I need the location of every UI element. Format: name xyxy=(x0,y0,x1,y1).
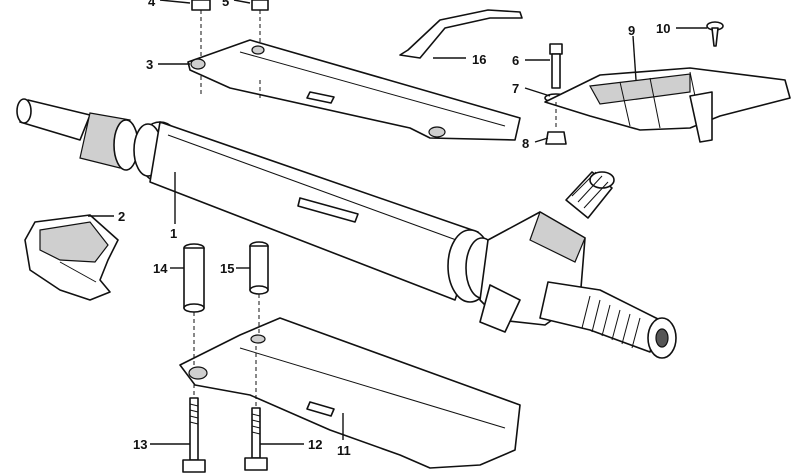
callout-15: 15 xyxy=(220,261,234,276)
callout-12: 12 xyxy=(308,437,322,452)
nut-5 xyxy=(251,0,269,11)
callout-16: 16 xyxy=(472,52,486,67)
callout-labels: 4 5 3 16 6 7 8 9 10 1 2 14 15 11 12 13 xyxy=(118,0,670,458)
callout-9: 9 xyxy=(628,23,635,38)
lower-bracket-plate xyxy=(179,317,521,469)
assembly-lines xyxy=(193,10,557,408)
callout-6: 6 xyxy=(512,53,519,68)
cover-plate xyxy=(544,67,791,143)
leader-lines xyxy=(88,0,707,445)
bolt-6 xyxy=(549,43,563,89)
bolt-12 xyxy=(244,407,268,471)
rubber-bush xyxy=(24,214,119,301)
nut-4 xyxy=(191,0,211,11)
bolt-13 xyxy=(182,397,206,473)
callout-10: 10 xyxy=(656,21,670,36)
callout-4: 4 xyxy=(148,0,156,9)
spacer-sleeve-14 xyxy=(183,243,205,313)
callout-14: 14 xyxy=(153,261,168,276)
callout-2: 2 xyxy=(118,209,125,224)
callout-7: 7 xyxy=(512,81,519,96)
nut-8 xyxy=(545,131,567,145)
callout-8: 8 xyxy=(522,136,529,151)
steering-gear-body xyxy=(479,171,677,359)
callout-1: 1 xyxy=(170,226,177,241)
callout-13: 13 xyxy=(133,437,147,452)
callout-3: 3 xyxy=(146,57,153,72)
upper-bracket-plate xyxy=(187,39,521,141)
callout-11: 11 xyxy=(337,443,351,458)
strap-clip xyxy=(399,9,523,59)
spacer-sleeve-15 xyxy=(249,241,269,295)
callout-5: 5 xyxy=(222,0,229,9)
screw-10 xyxy=(706,21,724,47)
